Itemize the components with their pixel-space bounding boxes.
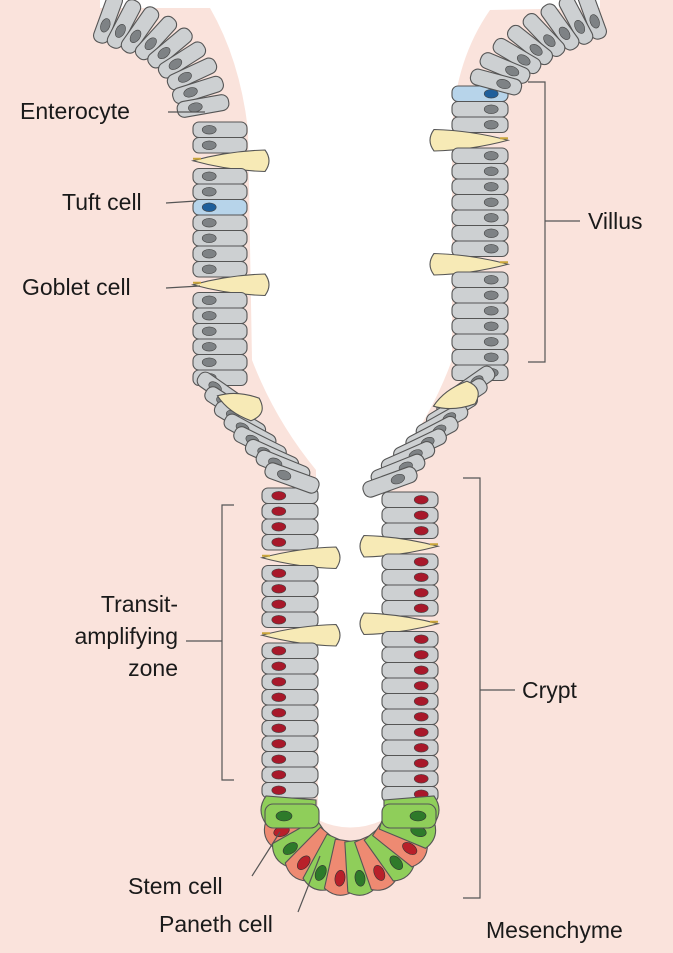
transit-cell — [382, 647, 438, 663]
enterocyte-cell — [452, 241, 508, 257]
enterocyte-cell — [193, 231, 247, 247]
transit-cell — [382, 709, 438, 725]
transit-cell — [382, 570, 438, 586]
transit-cell — [262, 581, 318, 597]
transit-cell — [382, 756, 438, 772]
transit-cell — [262, 566, 318, 582]
transit-amplifying-label-line-3: zone — [128, 655, 178, 681]
enterocyte-cell — [193, 324, 247, 340]
stem-cell — [382, 804, 436, 828]
transit-cell — [382, 492, 438, 508]
transit-cell — [262, 721, 318, 737]
transit-cell — [262, 767, 318, 783]
mesenchyme-label: Mesenchyme — [486, 917, 623, 943]
enterocyte-cell — [193, 122, 247, 138]
transit-cell — [262, 597, 318, 613]
transit-cell — [262, 659, 318, 675]
transit-cell — [382, 585, 438, 601]
transit-cell — [262, 705, 318, 721]
enterocyte-cell — [452, 179, 508, 195]
enterocyte-cell — [193, 169, 247, 185]
enterocyte-cell — [452, 117, 508, 133]
stem-cell-label: Stem cell — [128, 873, 223, 899]
goblet-cell-label: Goblet cell — [22, 274, 131, 300]
transit-cell — [382, 508, 438, 524]
enterocyte-cell — [193, 138, 247, 154]
enterocyte-cell — [193, 293, 247, 309]
transit-amplifying-label-line-2: amplifying — [74, 623, 178, 649]
transit-cell — [382, 740, 438, 756]
transit-cell — [382, 678, 438, 694]
transit-cell — [382, 632, 438, 648]
enterocyte-cell — [452, 195, 508, 211]
transit-cell — [382, 554, 438, 570]
transit-cell — [262, 736, 318, 752]
transit-cell — [382, 523, 438, 539]
transit-cell — [382, 663, 438, 679]
enterocyte-cell — [193, 262, 247, 278]
transit-cell — [382, 725, 438, 741]
enterocyte-cell — [452, 226, 508, 242]
paneth-cell-label: Paneth cell — [159, 911, 273, 937]
enterocyte-cell — [452, 164, 508, 180]
transit-amplifying-label-line-1: Transit- — [101, 591, 178, 617]
crypt-label: Crypt — [522, 677, 578, 703]
enterocyte-label: Enterocyte — [20, 98, 130, 124]
enterocyte-cell — [452, 288, 508, 304]
tuft-cell-label: Tuft cell — [62, 189, 142, 215]
enterocyte-cell — [452, 102, 508, 118]
enterocyte-cell — [193, 308, 247, 324]
transit-cell — [262, 752, 318, 768]
enterocyte-cell — [452, 303, 508, 319]
transit-cell — [262, 643, 318, 659]
tuft-cell — [193, 200, 247, 216]
transit-cell — [382, 601, 438, 617]
enterocyte-cell — [452, 319, 508, 335]
enterocyte-cell — [452, 210, 508, 226]
transit-cell — [262, 535, 318, 551]
enterocyte-cell — [452, 272, 508, 288]
enterocyte-cell — [193, 246, 247, 262]
transit-cell — [382, 771, 438, 787]
transit-cell — [262, 612, 318, 628]
enterocyte-cell — [452, 148, 508, 164]
transit-cell — [262, 783, 318, 799]
transit-cell — [262, 690, 318, 706]
enterocyte-cell — [193, 215, 247, 231]
transit-cell — [262, 504, 318, 520]
transit-cell — [262, 674, 318, 690]
enterocyte-cell — [193, 339, 247, 355]
enterocyte-cell — [452, 350, 508, 366]
enterocyte-cell — [193, 184, 247, 200]
enterocyte-cell — [452, 334, 508, 350]
villus-label: Villus — [588, 208, 643, 234]
enterocyte-cell — [193, 355, 247, 371]
transit-cell — [382, 694, 438, 710]
transit-cell — [262, 519, 318, 535]
